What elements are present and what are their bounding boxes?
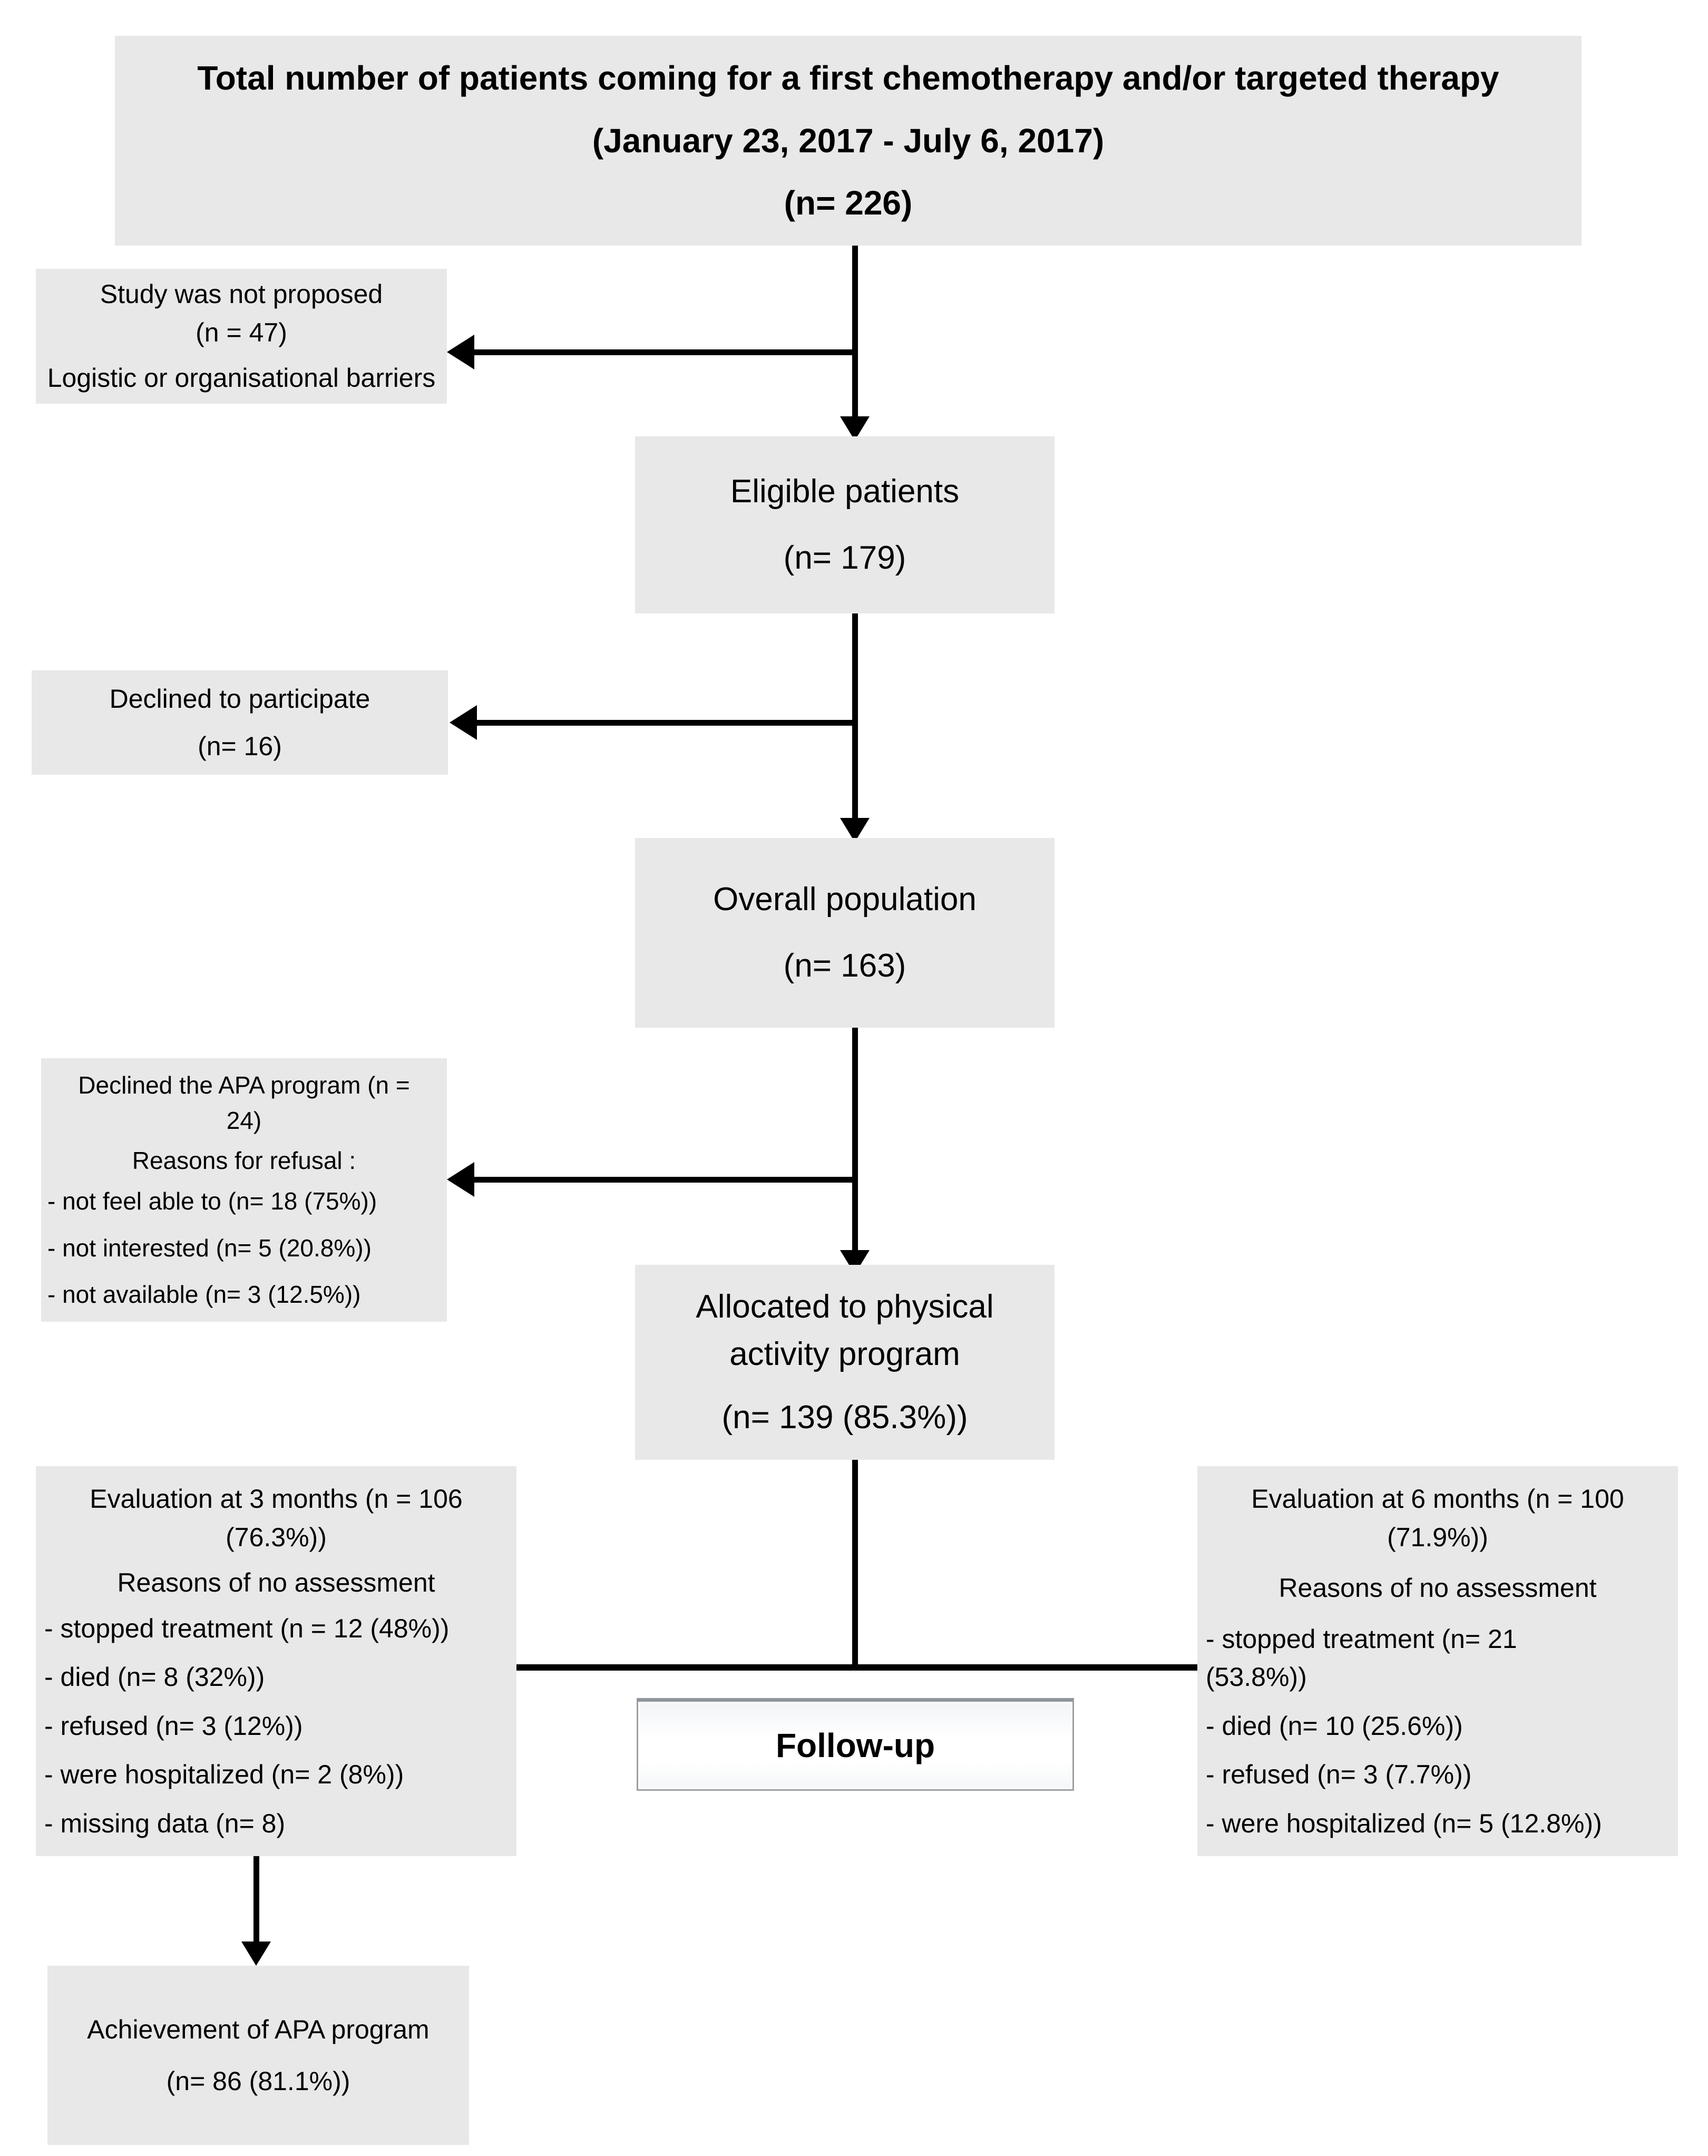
connector-eval3-to-achievement (253, 1856, 259, 1950)
allocated-line-3: (n= 139 (85.3%)) (721, 1399, 968, 1436)
eval-6-line-1: Evaluation at 6 months (n = 100 (1251, 1484, 1624, 1514)
eval-6-reason-1b: (53.8%)) (1206, 1662, 1307, 1692)
connector-to-not-proposed (474, 349, 855, 355)
arrowhead-eval3-to-achievement (241, 1942, 271, 1966)
not-proposed-line-1: Study was not proposed (100, 279, 383, 309)
eval-6-line-3: Reasons of no assessment (1278, 1573, 1597, 1603)
eval-3-reason-1: - stopped treatment (n = 12 (48%)) (44, 1613, 450, 1643)
allocated-line-2: activity program (729, 1336, 960, 1373)
declined-participate-line-2: (n= 16) (198, 731, 282, 761)
declined-participate-line-1: Declined to participate (109, 684, 370, 714)
connector-to-declined-participate (477, 720, 855, 726)
eligible-line-2: (n= 179) (783, 540, 906, 576)
allocated-line-1: Allocated to physical (696, 1289, 994, 1325)
eval-3-line-1: Evaluation at 3 months (n = 106 (90, 1484, 463, 1514)
connector-to-declined-apa (474, 1177, 855, 1183)
eval-6-reason-3: - refused (n= 3 (7.7%)) (1206, 1760, 1472, 1789)
node-allocated-physical-activity: Allocated to physical activity program (… (635, 1265, 1055, 1460)
declined-apa-reason-3: - not available (n= 3 (12.5%)) (47, 1281, 361, 1309)
node-follow-up: Follow-up (637, 1698, 1074, 1791)
overall-population-line-2: (n= 163) (783, 948, 906, 984)
arrowhead-to-not-proposed (447, 335, 474, 369)
overall-population-line-1: Overall population (713, 881, 977, 918)
eval-3-spacer (44, 1556, 508, 1564)
node-achievement-apa: Achievement of APA program (n= 86 (81.1%… (47, 1966, 469, 2145)
eval-3-spacer-2 (44, 1602, 508, 1609)
node-eligible-patients: Eligible patients (n= 179) (635, 436, 1055, 613)
declined-apa-spacer-2 (47, 1178, 441, 1184)
node-declined-apa-program: Declined the APA program (n = 24) Reason… (41, 1058, 447, 1322)
declined-apa-line-2: 24) (226, 1106, 262, 1134)
not-proposed-line-2: (n = 47) (196, 317, 287, 347)
eval-6-reason-4: - were hospitalized (n= 5 (12.8%)) (1206, 1808, 1602, 1838)
total-patients-line-3: (n= 226) (784, 184, 913, 222)
node-evaluation-3-months: Evaluation at 3 months (n = 106 (76.3%))… (36, 1466, 516, 1856)
declined-apa-line-1: Declined the APA program (n = (78, 1071, 410, 1099)
total-patients-line-2: (January 23, 2017 - July 6, 2017) (592, 121, 1105, 160)
eval-3-reason-4: - were hospitalized (n= 2 (8%)) (44, 1760, 404, 1789)
eval-6-line-2: (71.9%)) (1387, 1522, 1488, 1552)
node-overall-population: Overall population (n= 163) (635, 838, 1055, 1028)
eval-3-line-2: (76.3%)) (226, 1522, 327, 1552)
node-evaluation-6-months: Evaluation at 6 months (n = 100 (71.9%))… (1197, 1466, 1678, 1856)
eval-6-reason-2: - died (n= 10 (25.6%)) (1206, 1711, 1463, 1741)
not-proposed-line-3: Logistic or organisational barriers (47, 363, 436, 393)
node-total-patients: Total number of patients coming for a fi… (115, 36, 1582, 246)
connector-total-to-eligible (852, 246, 858, 423)
node-study-not-proposed: Study was not proposed (n = 47) Logistic… (36, 269, 447, 404)
eval-3-reason-3: - refused (n= 3 (12%)) (44, 1711, 303, 1741)
eval-3-reason-5: - missing data (n= 8) (44, 1808, 286, 1838)
eval-6-spacer-2 (1206, 1607, 1670, 1620)
declined-apa-reason-1: - not feel able to (n= 18 (75%)) (47, 1187, 377, 1215)
declined-apa-line-3: Reasons for refusal : (132, 1147, 356, 1175)
connector-overall-to-allocated (852, 1028, 858, 1257)
achievement-line-2: (n= 86 (81.1%)) (166, 2066, 350, 2096)
connector-followup-split (516, 1664, 1197, 1671)
declined-apa-reason-2: - not interested (n= 5 (20.8%)) (47, 1234, 372, 1262)
follow-up-label: Follow-up (775, 1726, 935, 1764)
arrowhead-to-declined-apa (447, 1162, 474, 1197)
connector-allocated-to-followup (852, 1460, 858, 1670)
achievement-line-1: Achievement of APA program (87, 2014, 430, 2044)
eval-6-reason-1: - stopped treatment (n= 21 (1206, 1624, 1517, 1654)
eval-6-spacer (1206, 1556, 1670, 1569)
eligible-line-1: Eligible patients (730, 473, 960, 510)
eval-3-reason-2: - died (n= 8 (32%)) (44, 1662, 265, 1692)
node-declined-to-participate: Declined to participate (n= 16) (32, 670, 448, 775)
connector-eligible-to-overall (852, 613, 858, 824)
declined-apa-spacer (47, 1138, 441, 1143)
arrowhead-to-declined-participate (450, 705, 477, 740)
eval-3-line-3: Reasons of no assessment (117, 1568, 435, 1597)
total-patients-line-1: Total number of patients coming for a fi… (197, 58, 1499, 97)
